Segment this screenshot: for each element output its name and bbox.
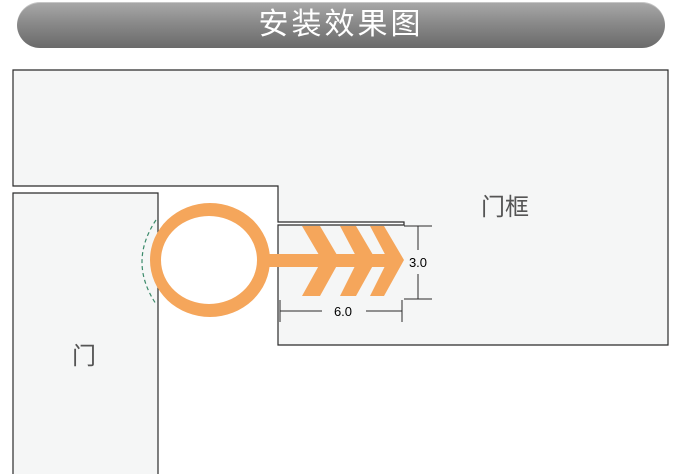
height-dimension	[404, 225, 432, 300]
seal-bulb	[149, 202, 270, 318]
door-label: 门	[72, 342, 96, 370]
height-dimension-label: 3.0	[409, 255, 427, 270]
door-frame-label: 门框	[481, 193, 529, 221]
seal-profile	[149, 202, 404, 318]
compression-arc	[141, 219, 157, 305]
door-frame	[12, 69, 669, 346]
seal-barb-1	[302, 226, 340, 296]
seal-barb-2	[340, 226, 376, 296]
width-dimension-label: 6.0	[334, 304, 352, 319]
width-dimension	[279, 300, 403, 322]
banner-title: 安装效果图	[258, 7, 424, 42]
seal-barb-3	[370, 226, 404, 296]
door	[12, 192, 159, 474]
title-banner: 安装效果图	[17, 2, 665, 48]
